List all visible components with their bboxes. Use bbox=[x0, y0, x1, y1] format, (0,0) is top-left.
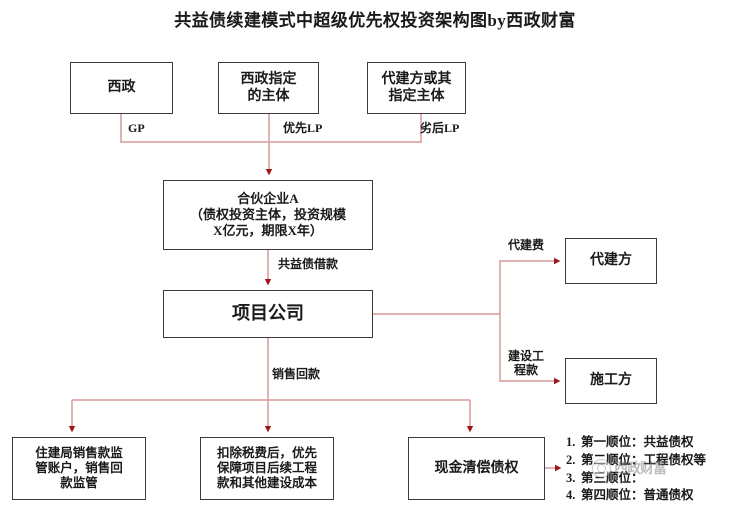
priority-label: 第四顺位： bbox=[581, 488, 644, 503]
wire-to-builder bbox=[499, 314, 561, 385]
list-item: 1. 第一顺位：共益债权 bbox=[566, 434, 750, 452]
priority-label: 第一顺位： bbox=[581, 435, 644, 449]
priority-list: 1. 第一顺位：共益债权 2. 第二顺位：工程债权等 3. 第三顺位： 4. 第四顺位：… bbox=[566, 434, 750, 505]
node-agent[interactable]: 代建方 bbox=[565, 238, 657, 284]
priority-label: 第三顺位： bbox=[581, 470, 644, 485]
list-item: 4. 第四顺位：普通债权 bbox=[566, 487, 750, 505]
node-agent-entity-label: 代建方或其 指定主体 bbox=[372, 71, 461, 105]
priority-value: 工程债权等 bbox=[643, 452, 707, 467]
node-xizheng[interactable]: 西政 bbox=[70, 62, 173, 114]
node-supervision-line3: 款监管 bbox=[60, 476, 98, 491]
priority-index: 1. bbox=[566, 435, 576, 449]
node-tax-deduction-label: 扣除税费后，优先 保障项目后续工程 款和其他建设成本 bbox=[205, 446, 329, 492]
node-tax-line1: 扣除税费后，优先 bbox=[216, 445, 317, 460]
edge-label-sales-proceeds: 销售回款 bbox=[272, 367, 321, 381]
node-cash-repayment-label: 现金清偿债权 bbox=[434, 460, 519, 476]
list-item: 3. 第三顺位： bbox=[566, 470, 750, 488]
edge-label-priority-lp: 优先LP bbox=[283, 121, 323, 135]
priority-index: 2. bbox=[566, 452, 576, 467]
priority-value: 共益债权 bbox=[643, 435, 694, 449]
page-title: 共益债续建模式中超级优先权投资架构图by西政财富 bbox=[174, 11, 576, 30]
list-item: 2. 第二顺位：工程债权等 bbox=[566, 452, 750, 470]
edge-label-gp: GP bbox=[128, 121, 145, 135]
node-supervision-account-label: 住建局销售款监 管账户，销售回 款监管 bbox=[17, 446, 141, 492]
wire-partners-bus bbox=[120, 114, 422, 143]
node-designated-entity[interactable]: 西政指定 的主体 bbox=[218, 62, 319, 114]
node-tax-line3: 款和其他建设成本 bbox=[216, 476, 317, 491]
node-supervision-line1: 住建局销售款监 bbox=[35, 445, 123, 460]
node-designated-entity-label: 西政指定 的主体 bbox=[223, 71, 314, 105]
node-partnership-a[interactable]: 合伙企业A （债权投资主体，投资规模 X亿元，期限X年） bbox=[163, 180, 373, 250]
edge-label-subordinate-lp: 劣后LP bbox=[420, 121, 460, 135]
priority-value: 普通债权 bbox=[643, 488, 694, 503]
node-tax-line2: 保障项目后续工程 bbox=[216, 460, 317, 475]
priority-list-items: 1. 第一顺位：共益债权 2. 第二顺位：工程债权等 3. 第三顺位： 4. 第四顺位：… bbox=[566, 434, 750, 505]
node-agent-entity[interactable]: 代建方或其 指定主体 bbox=[367, 62, 466, 114]
edge-label-construction-fee-line2: 程款 bbox=[514, 362, 539, 377]
node-partnership-a-label: 合伙企业A （债权投资主体，投资规模 X亿元，期限X年） bbox=[168, 191, 368, 239]
node-builder-label: 施工方 bbox=[590, 373, 632, 389]
wire-to-agent bbox=[499, 257, 561, 314]
edge-label-common-benefit-loan: 共益债借款 bbox=[278, 257, 339, 271]
node-cash-repayment[interactable]: 现金清偿债权 bbox=[408, 437, 545, 500]
node-supervision-line2: 管账户，销售回 bbox=[35, 460, 123, 475]
priority-label: 第二顺位： bbox=[581, 452, 644, 467]
node-partnership-a-line2: （债权投资主体，投资规模 bbox=[189, 207, 346, 223]
edge-label-agency-fee: 代建费 bbox=[508, 238, 545, 252]
priority-index: 3. bbox=[566, 470, 576, 485]
node-agent-entity-line1: 代建方或其 bbox=[381, 71, 452, 87]
node-agent-label: 代建方 bbox=[590, 253, 632, 269]
node-designated-entity-line2: 的主体 bbox=[247, 89, 290, 104]
node-partnership-a-line3: X亿元，期限X年） bbox=[213, 222, 323, 238]
edge-label-construction-fee-line1: 建设工 bbox=[508, 349, 545, 363]
node-partnership-a-line1: 合伙企业A bbox=[237, 191, 299, 207]
edge-label-construction-fee: 建设工 程款 bbox=[508, 349, 545, 378]
node-project-company[interactable]: 项目公司 bbox=[163, 290, 373, 338]
node-xizheng-label: 西政 bbox=[107, 80, 136, 96]
priority-index: 4. bbox=[566, 488, 576, 503]
node-tax-deduction[interactable]: 扣除税费后，优先 保障项目后续工程 款和其他建设成本 bbox=[200, 437, 334, 500]
node-designated-entity-line1: 西政指定 bbox=[240, 71, 297, 87]
node-project-company-label: 项目公司 bbox=[232, 303, 304, 324]
node-builder[interactable]: 施工方 bbox=[565, 358, 657, 404]
node-agent-entity-line2: 指定主体 bbox=[388, 89, 445, 104]
node-supervision-account[interactable]: 住建局销售款监 管账户，销售回 款监管 bbox=[12, 437, 146, 500]
